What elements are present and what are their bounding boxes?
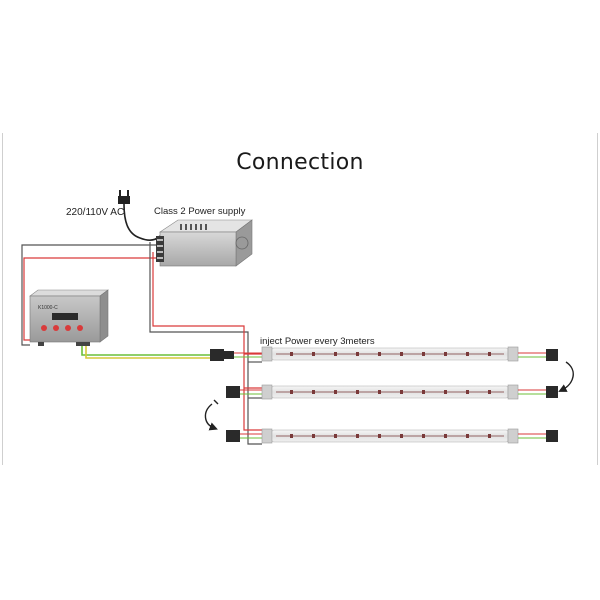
led-chip xyxy=(466,434,469,438)
led-chip xyxy=(444,352,447,356)
ac-plug-icon xyxy=(118,190,161,241)
led-chip xyxy=(356,390,359,394)
led-chip xyxy=(466,390,469,394)
led-chip xyxy=(400,352,403,356)
power-supply-label: Class 2 Power supply xyxy=(154,206,246,217)
strip-3 xyxy=(226,428,558,444)
led-chip xyxy=(378,352,381,356)
led-chip xyxy=(488,434,491,438)
led-chip xyxy=(312,434,315,438)
led-chip xyxy=(400,434,403,438)
led-chip xyxy=(378,434,381,438)
led-chip xyxy=(378,390,381,394)
data-line xyxy=(81,346,210,359)
psu-to-controller-wiring xyxy=(21,244,156,346)
led-chip xyxy=(422,352,425,356)
continue-arrow-left-icon xyxy=(204,403,218,431)
led-chip xyxy=(312,390,315,394)
led-chip xyxy=(444,434,447,438)
led-chip xyxy=(466,352,469,356)
diagram-title: Connection xyxy=(236,150,364,175)
led-chip xyxy=(488,352,491,356)
led-chip xyxy=(290,434,293,438)
led-chip xyxy=(312,352,315,356)
led-chip xyxy=(290,352,293,356)
led-chip xyxy=(334,434,337,438)
power-supply-box xyxy=(156,219,253,267)
led-chip xyxy=(422,390,425,394)
left-border-line xyxy=(2,133,3,465)
strip-1 xyxy=(210,346,558,362)
continue-arrow-right-icon xyxy=(558,361,574,392)
led-chip xyxy=(334,390,337,394)
controller-model-label: K1000-C xyxy=(38,305,58,311)
led-chip xyxy=(444,390,447,394)
right-border-line xyxy=(597,133,598,465)
led-chip xyxy=(290,390,293,394)
ac-input-label: 220/110V AC xyxy=(66,207,125,218)
power-injection-wiring xyxy=(149,242,262,445)
controller-box xyxy=(29,289,109,346)
led-chip xyxy=(334,352,337,356)
led-chip xyxy=(400,390,403,394)
arrow-tail-tick xyxy=(213,399,219,405)
led-chip xyxy=(356,352,359,356)
led-chip xyxy=(356,434,359,438)
led-chip xyxy=(422,434,425,438)
strip-2 xyxy=(226,384,558,400)
inject-power-note: inject Power every 3meters xyxy=(260,336,375,347)
led-chip xyxy=(488,390,491,394)
